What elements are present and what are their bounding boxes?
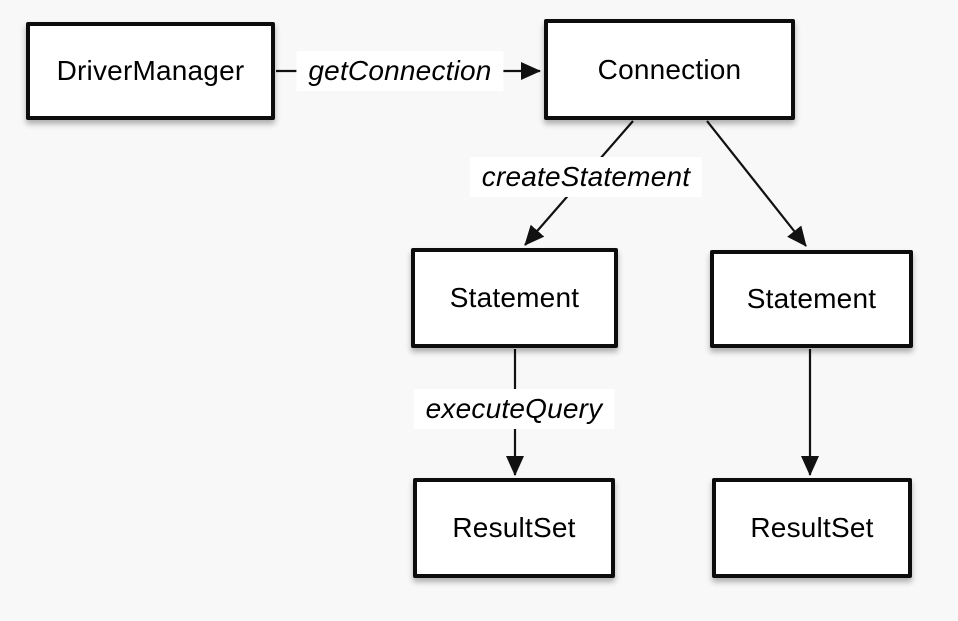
node-statement-right: Statement	[710, 250, 913, 348]
node-resultset-left: ResultSet	[413, 478, 615, 578]
node-statement-left: Statement	[411, 248, 618, 348]
edge-connection-to-statement-right	[706, 120, 807, 247]
edge-label-getconnection: getConnection	[296, 51, 504, 91]
node-driver-manager: DriverManager	[26, 22, 275, 120]
edge-label-executequery: executeQuery	[413, 389, 615, 429]
node-connection: Connection	[544, 19, 795, 120]
node-resultset-right: ResultSet	[712, 478, 912, 578]
edge-label-createstatement: createStatement	[469, 157, 703, 197]
